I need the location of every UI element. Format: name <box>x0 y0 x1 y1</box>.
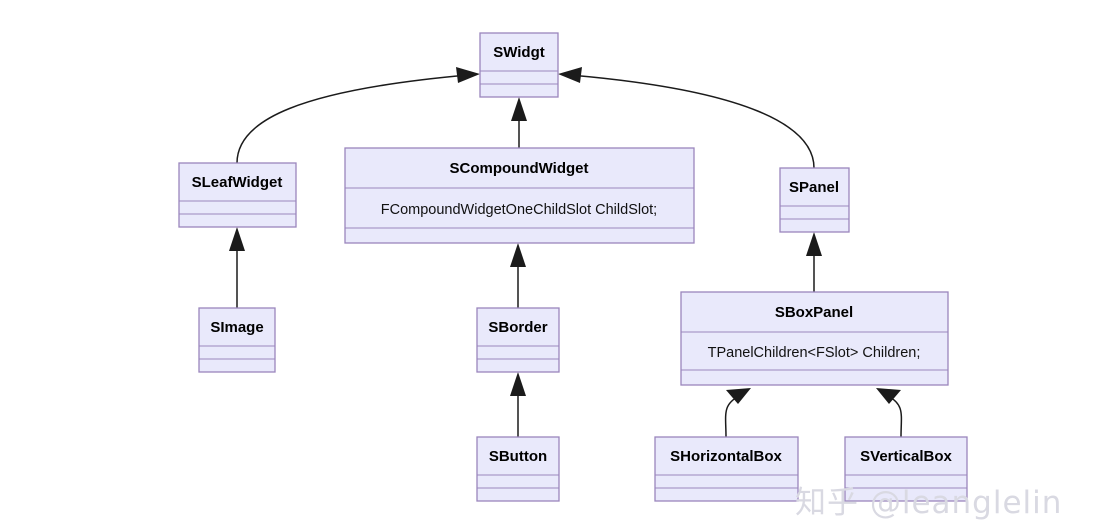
edge-spanel-to-swidgt <box>569 74 815 169</box>
class-node-sleafwidget[interactable]: SLeafWidget <box>178 162 297 228</box>
edges-layer <box>229 67 903 438</box>
class-title-sborder: SBorder <box>488 319 547 336</box>
class-title-sleafwidget: SLeafWidget <box>192 174 283 191</box>
class-node-shorizontalbox[interactable]: SHorizontalBox <box>654 436 799 502</box>
class-title-spanel: SPanel <box>789 179 839 196</box>
arrowhead-simage-to-sleafwidget <box>229 227 245 251</box>
class-title-swidgt: SWidgt <box>493 44 545 61</box>
class-box-swidgt[interactable] <box>479 32 559 98</box>
class-box-sbutton[interactable] <box>476 436 560 502</box>
class-node-simage[interactable]: SImage <box>198 307 276 373</box>
class-attribute-scompoundwidget: FCompoundWidgetOneChildSlot ChildSlot; <box>381 202 657 218</box>
edge-sleafwidget-to-swidgt <box>236 74 469 164</box>
class-node-sbutton[interactable]: SButton <box>476 436 560 502</box>
arrowhead-sboxpanel-to-spanel <box>806 232 822 256</box>
arrowhead-shorizontalbox-to-sboxpanel <box>726 388 751 404</box>
arrowhead-spanel-to-swidgt <box>558 67 582 83</box>
arrowhead-scompoundwidget-to-swidgt <box>511 97 527 121</box>
class-node-sverticalbox[interactable]: SVerticalBox <box>844 436 968 502</box>
class-box-sborder[interactable] <box>476 307 560 373</box>
class-title-sverticalbox: SVerticalBox <box>860 448 952 465</box>
class-box-shorizontalbox[interactable] <box>654 436 799 502</box>
class-node-swidgt[interactable]: SWidgt <box>479 32 559 98</box>
class-box-sverticalbox[interactable] <box>844 436 968 502</box>
class-box-scompoundwidget[interactable] <box>344 147 695 244</box>
class-box-sleafwidget[interactable] <box>178 162 297 228</box>
class-title-sboxpanel: SBoxPanel <box>775 304 853 321</box>
arrowhead-sborder-to-scompoundwidget <box>510 243 526 267</box>
class-node-sborder[interactable]: SBorder <box>476 307 560 373</box>
class-title-simage: SImage <box>210 319 263 336</box>
class-title-scompoundwidget: SCompoundWidget <box>449 160 588 177</box>
arrowhead-sverticalbox-to-sboxpanel <box>876 388 901 404</box>
class-node-sboxpanel[interactable]: SBoxPanel TPanelChildren<FSlot> Children… <box>680 291 949 386</box>
class-title-sbutton: SButton <box>489 448 547 465</box>
arrowhead-sbutton-to-sborder <box>510 372 526 396</box>
class-node-spanel[interactable]: SPanel <box>779 167 850 233</box>
class-title-shorizontalbox: SHorizontalBox <box>670 448 782 465</box>
class-box-spanel[interactable] <box>779 167 850 233</box>
class-box-simage[interactable] <box>198 307 276 373</box>
class-attribute-sboxpanel: TPanelChildren<FSlot> Children; <box>708 345 921 361</box>
class-node-scompoundwidget[interactable]: SCompoundWidget FCompoundWidgetOneChildS… <box>344 147 695 244</box>
arrowhead-sleafwidget-to-swidgt <box>456 67 480 83</box>
